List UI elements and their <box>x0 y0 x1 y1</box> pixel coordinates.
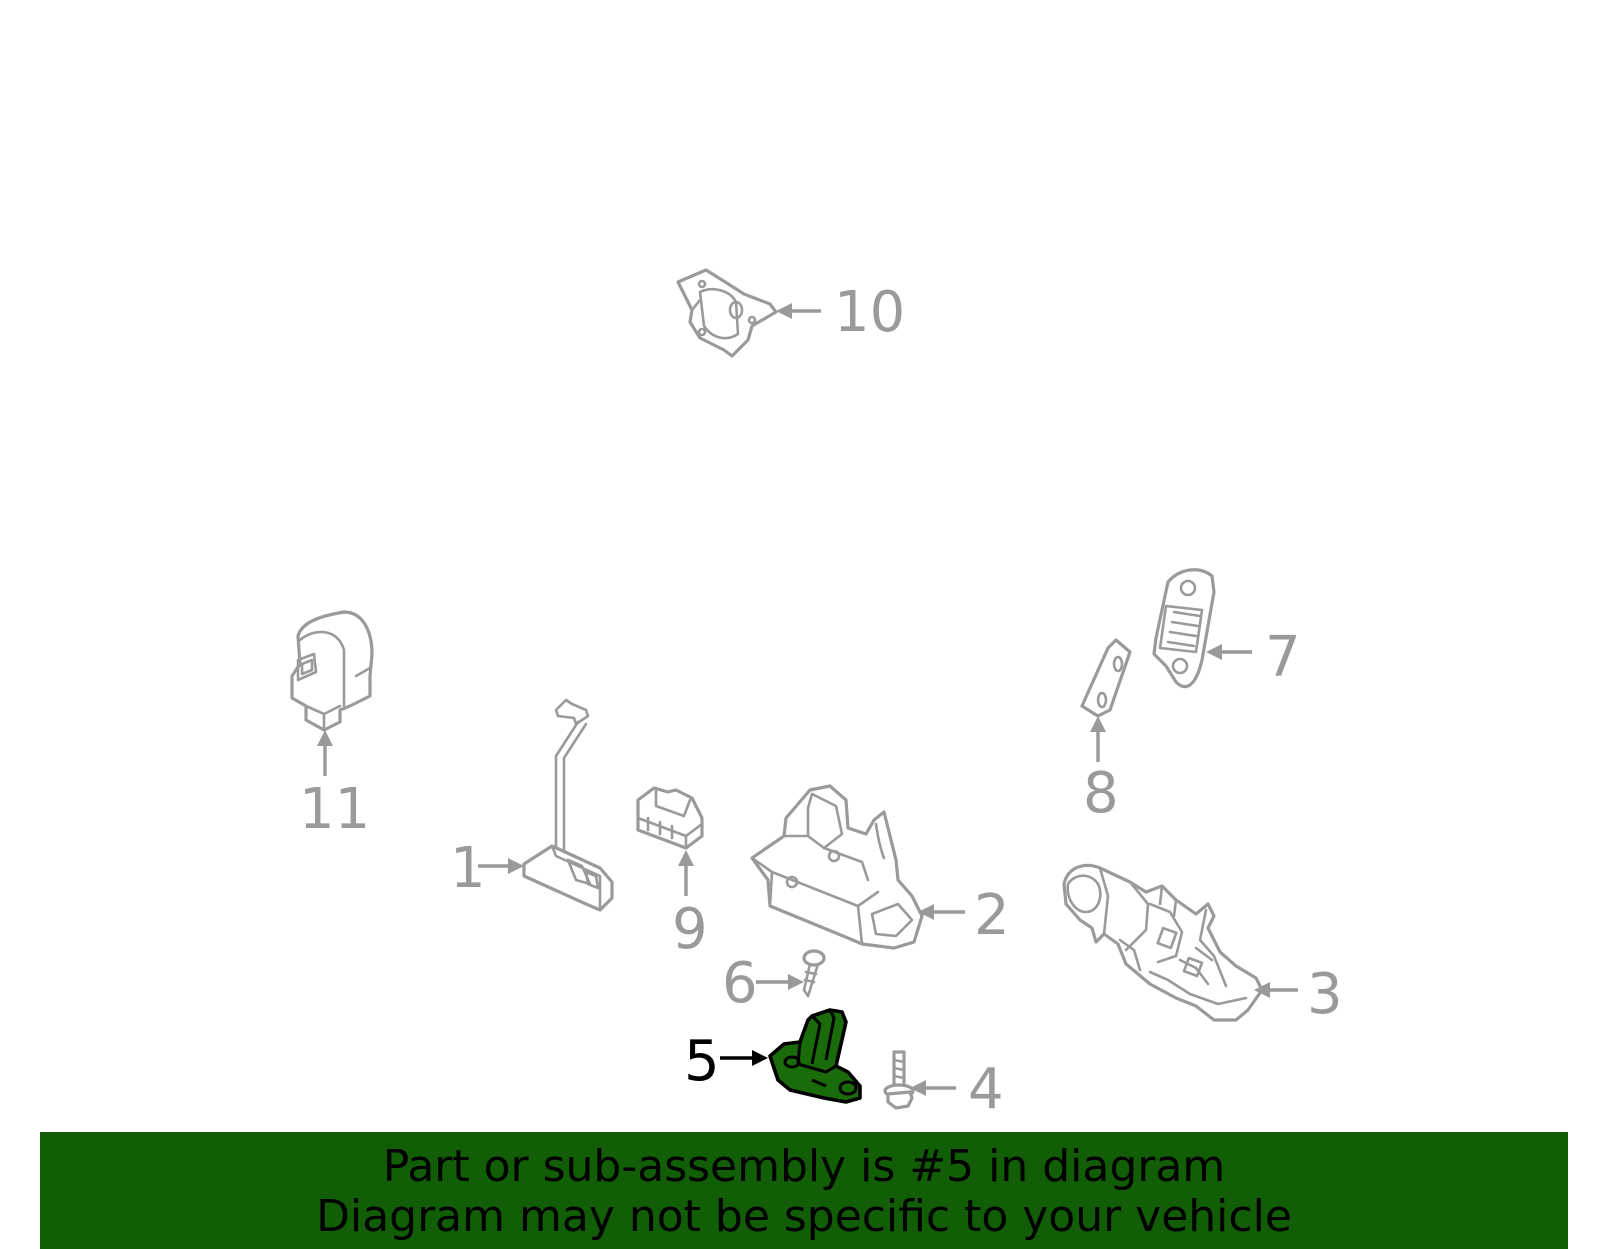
callout-7: 7 <box>1265 625 1301 690</box>
arrow-2-head <box>918 904 934 920</box>
part-5-drawing-highlighted <box>768 1008 862 1104</box>
part-1-drawing <box>522 698 614 912</box>
part-6-drawing <box>802 949 826 998</box>
part-2-drawing <box>750 784 924 950</box>
callout-5: 5 <box>684 1029 720 1094</box>
callout-1: 1 <box>450 836 486 901</box>
banner-line-1: Part or sub-assembly is #5 in diagram <box>382 1141 1226 1192</box>
arrow-11-head <box>317 730 333 746</box>
part-11-drawing <box>290 610 374 732</box>
arrow-6-head <box>788 974 804 990</box>
callout-4: 4 <box>968 1057 1004 1122</box>
part-10-drawing <box>676 268 778 358</box>
arrow-3-head <box>1254 982 1270 998</box>
part-8-drawing <box>1080 638 1132 718</box>
arrow-7-head <box>1206 644 1222 660</box>
banner-line-2: Diagram may not be specific to your vehi… <box>316 1191 1292 1242</box>
arrow-4-head <box>910 1080 926 1096</box>
info-banner: Part or sub-assembly is #5 in diagram Di… <box>40 1132 1568 1249</box>
callout-8: 8 <box>1083 761 1119 826</box>
arrow-8-head <box>1090 716 1106 732</box>
part-9-drawing <box>636 786 704 850</box>
arrow-5-head <box>752 1050 768 1066</box>
arrow-9-head <box>678 850 694 866</box>
callout-6: 6 <box>722 951 758 1016</box>
part-4-drawing <box>883 1050 915 1110</box>
callout-11: 11 <box>299 777 370 842</box>
part-3-drawing <box>1062 863 1264 1022</box>
callout-3: 3 <box>1307 962 1343 1027</box>
arrow-1-head <box>508 858 524 874</box>
callout-2: 2 <box>974 883 1010 948</box>
callout-9: 9 <box>672 897 708 962</box>
arrow-10-head <box>776 303 792 319</box>
callout-10: 10 <box>834 280 905 345</box>
part-7-drawing <box>1152 568 1216 689</box>
